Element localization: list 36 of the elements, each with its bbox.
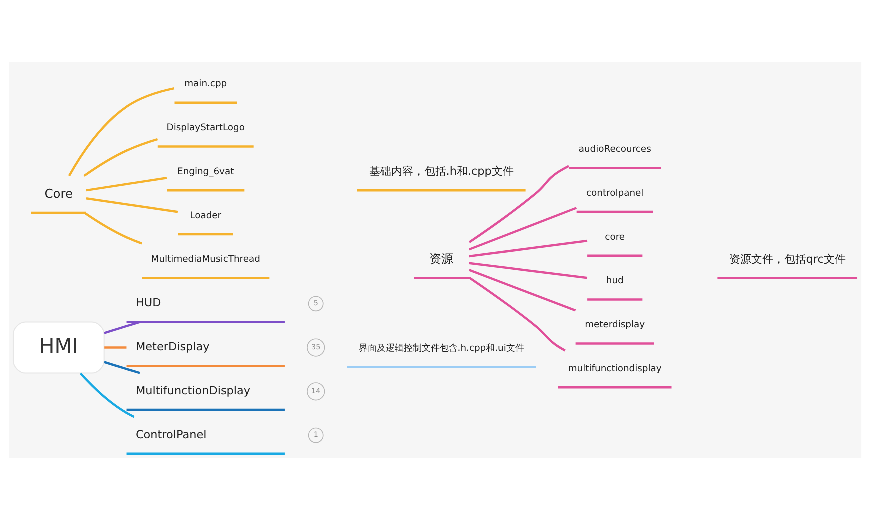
node-text: ControlPanel — [135, 428, 206, 441]
connector — [468, 276, 566, 352]
connector — [468, 206, 577, 250]
connector — [468, 268, 576, 312]
node-text: MultifunctionDisplay — [135, 384, 250, 398]
node-text: meterdisplay — [584, 319, 645, 330]
connector — [79, 372, 134, 418]
node-text: MeterDisplay — [135, 340, 210, 354]
node-text: multifunctiondisplay — [568, 362, 662, 374]
connector — [468, 239, 588, 258]
connector — [468, 164, 570, 243]
node-text: HUD — [135, 296, 161, 310]
connector — [68, 86, 174, 176]
node-text: audioRecources — [578, 144, 651, 155]
node-text: MultimediaMusicThread — [150, 254, 260, 265]
connector — [84, 212, 142, 244]
connector — [86, 197, 178, 213]
node-text: Core — [44, 186, 73, 200]
connector — [83, 138, 158, 177]
node-text: 资源 — [429, 252, 454, 266]
node-text: DisplayStartLogo — [166, 122, 244, 134]
node-text: 资源文件，包括qrc文件 — [728, 252, 846, 266]
node-text: Loader — [190, 210, 222, 221]
connector — [86, 176, 167, 192]
connector — [104, 346, 126, 348]
node-text: 基础内容，包括.h和.cpp文件 — [368, 164, 514, 178]
node-box: HMI — [12, 321, 104, 374]
node-text: core — [604, 231, 625, 242]
node-text: main.cpp — [184, 78, 227, 90]
connector — [104, 320, 140, 334]
node-text: Enging_6vat — [177, 166, 234, 177]
connector — [104, 360, 140, 374]
connector — [468, 262, 588, 279]
node-text: 界面及逻辑控制文件包含.h.cpp和.ui文件 — [358, 342, 524, 354]
node-text: controlpanel — [586, 187, 644, 198]
node-text: hud — [606, 275, 624, 286]
